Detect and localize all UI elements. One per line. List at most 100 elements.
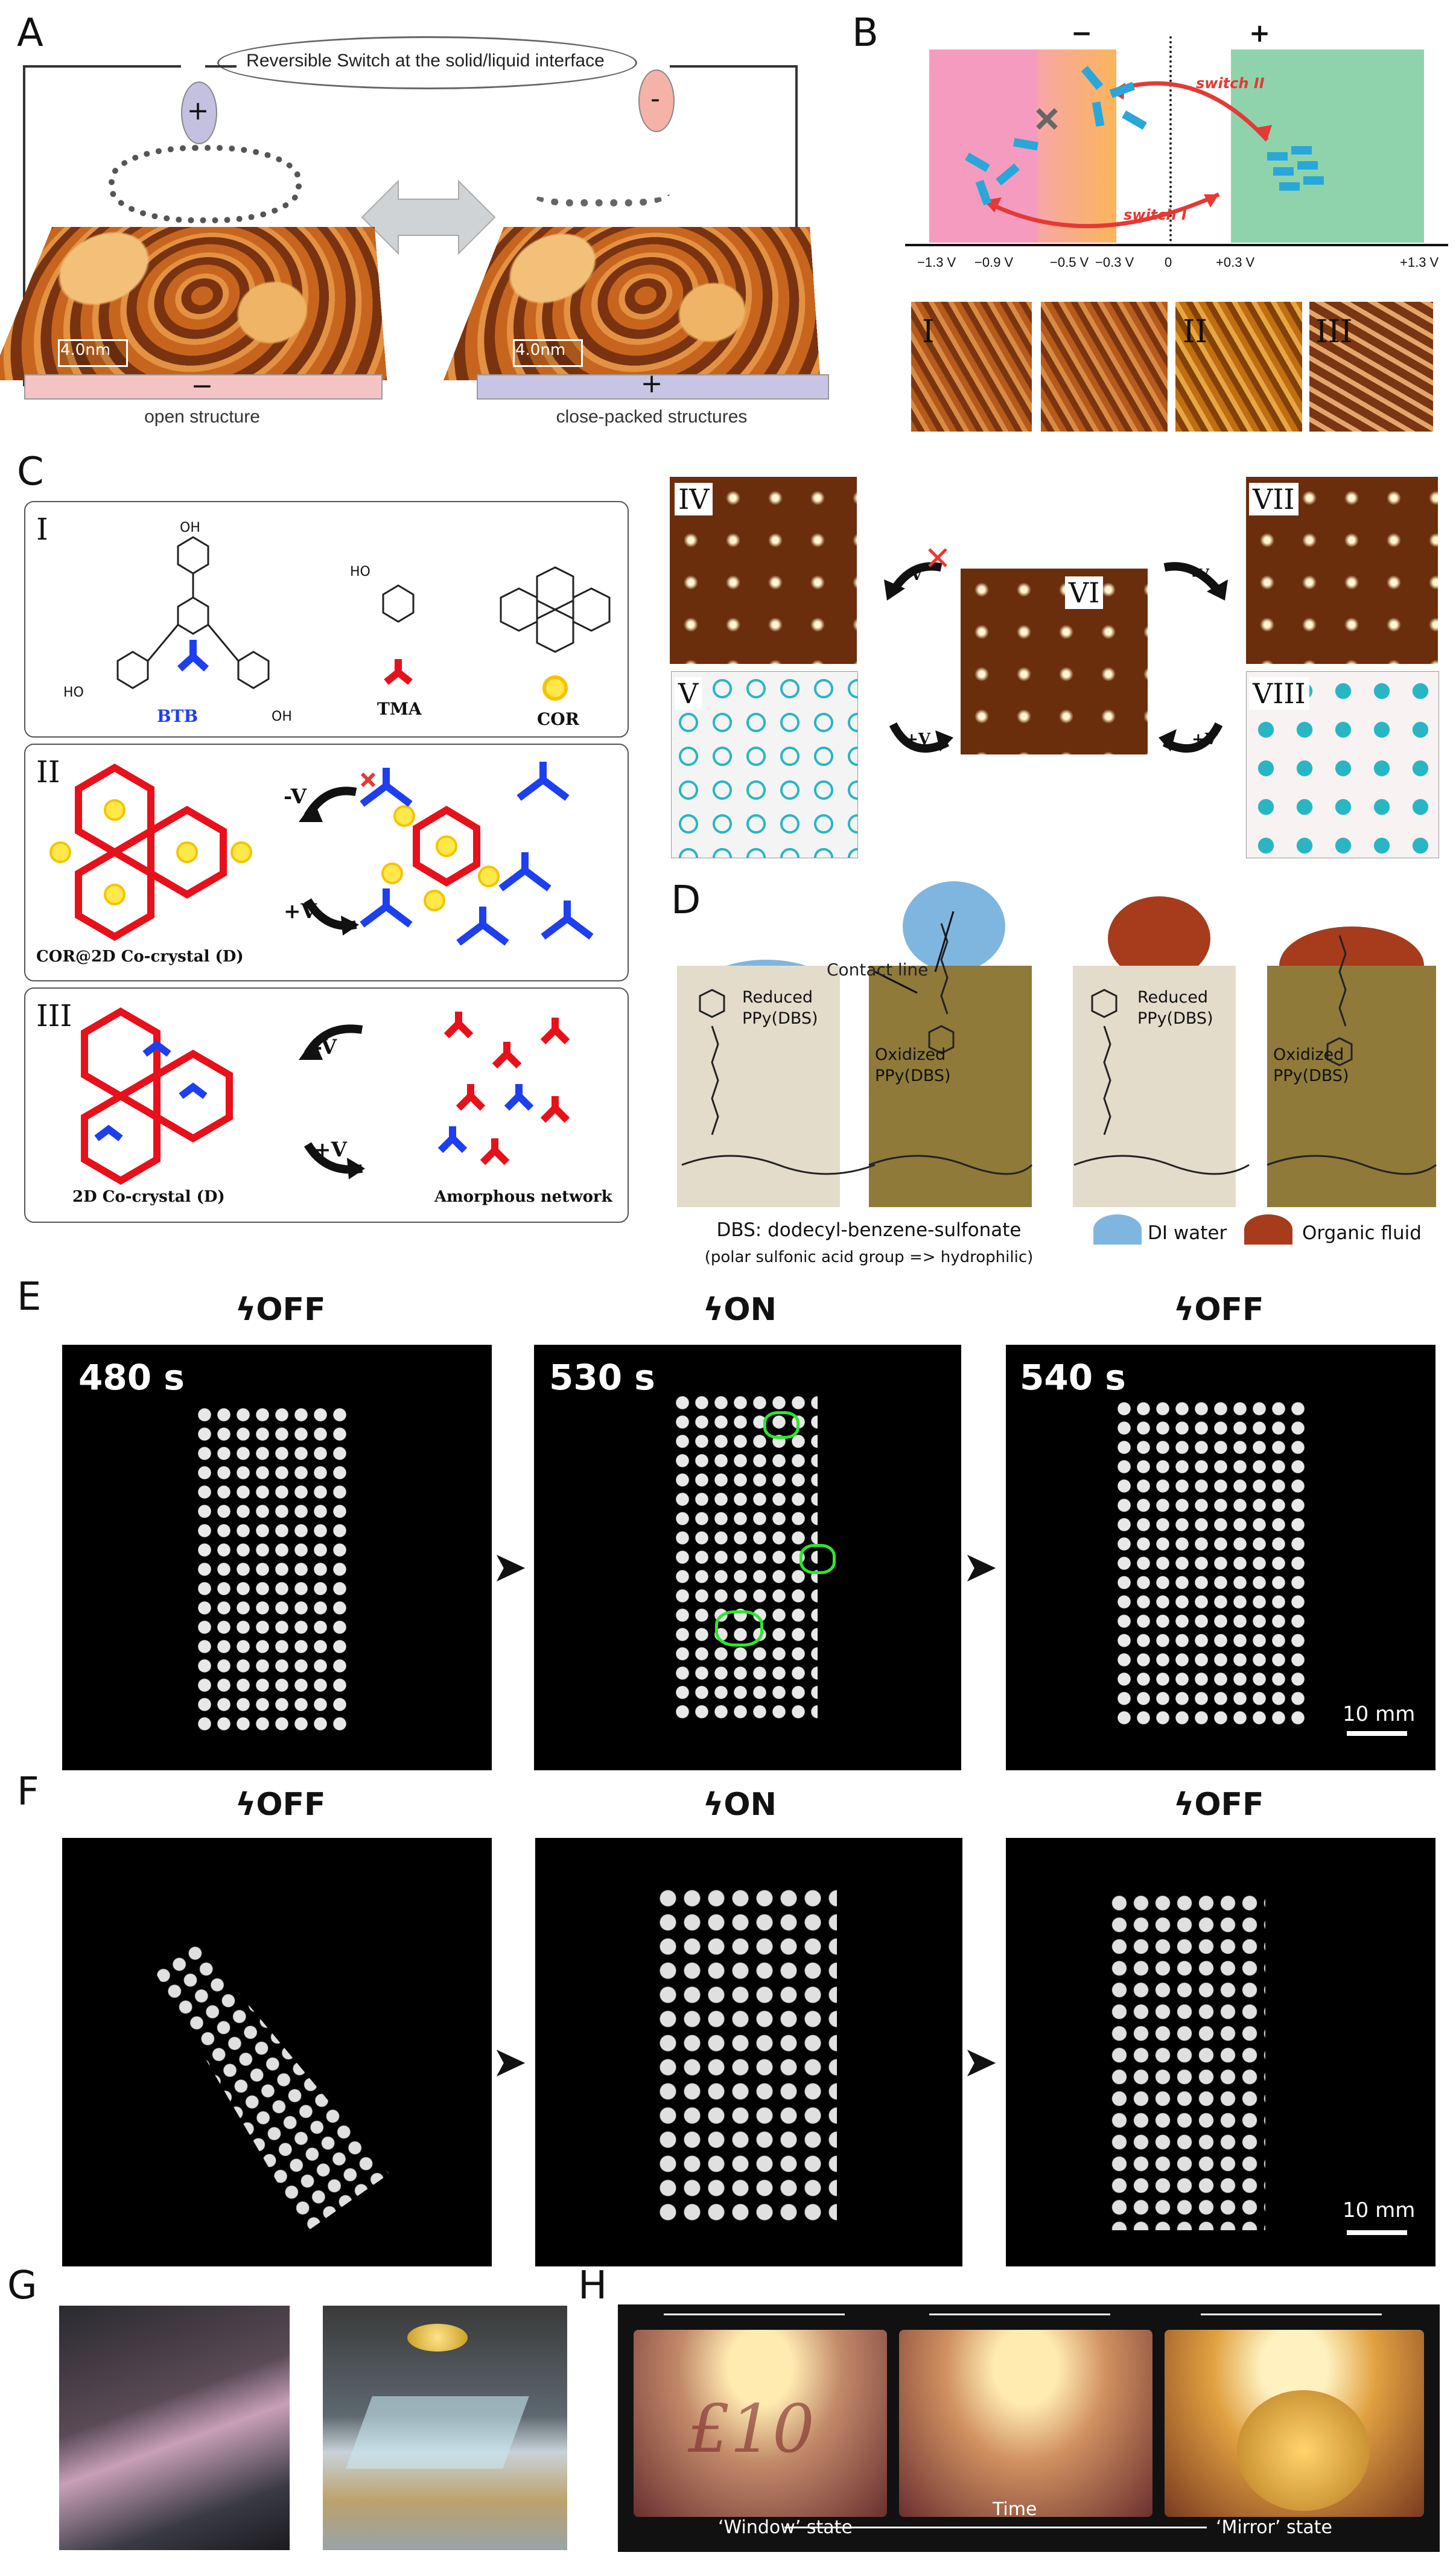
coin-text: £10: [688, 2390, 815, 2467]
reduced-label-2: Reduced PPy(DBS): [1137, 988, 1213, 1028]
electrode-bar-close: [477, 374, 829, 400]
stm-minus-v-right: -V: [1192, 566, 1210, 584]
box3-label: III: [36, 998, 72, 1033]
cocrystal-networks: [49, 762, 594, 946]
f1-chain: [71, 1883, 452, 2266]
e-state-1-text: OFF: [256, 1292, 326, 1328]
e-scale-bar: [1347, 1731, 1407, 1736]
switch-i-label: switch I: [1124, 206, 1187, 223]
device-schematic: [323, 2306, 567, 2550]
e-state-1: ϟOFF: [235, 1292, 326, 1328]
oxidized-slab-2: [1267, 966, 1436, 1207]
cocrystal-amorphous: [81, 1007, 570, 1185]
f-state-2: ϟON: [703, 1787, 777, 1823]
electrode-bar-open: [24, 374, 383, 400]
scale-box-left: [58, 339, 128, 367]
box1-label: I: [36, 512, 48, 547]
device-photo: [59, 2306, 290, 2550]
model-v: [671, 671, 858, 858]
panel-label-b: B: [852, 11, 879, 56]
dbs-chains: [681, 911, 1437, 1175]
reduced-slab-1: [677, 966, 840, 1207]
stm-surface-close: [443, 227, 821, 381]
box-molecules: [24, 501, 629, 738]
e-arrow-1: ➤: [492, 1542, 527, 1592]
stm-iv-label: IV: [675, 483, 713, 515]
stm-plus-v-left: +V: [905, 730, 930, 748]
e-state-2-text: ON: [723, 1292, 777, 1328]
scale-box-right: [513, 339, 583, 367]
mirror-layer: [346, 2396, 529, 2469]
h-window-label: ‘Window’ state: [718, 2517, 853, 2538]
stm-image-i: [911, 302, 1032, 432]
e-snapshot-1: [62, 1345, 492, 1770]
label-iii: III: [1315, 314, 1353, 350]
reduced-slab-2: [1073, 966, 1236, 1207]
contact-line-label: Contact line: [827, 960, 929, 980]
coin-mirror: [1237, 2390, 1370, 2511]
tick-4: −0.3 V: [1095, 255, 1134, 270]
region-pos-green: [1231, 49, 1424, 243]
e-time-1: 480 s: [78, 1357, 185, 1398]
f2-chains: [656, 1886, 837, 2224]
scale-left: 4.0nm: [60, 341, 111, 359]
box2-caption: COR@2D Co-crystal (D): [36, 948, 244, 966]
h-time-arrow: [784, 2527, 1207, 2528]
model-viii-label: VIII: [1249, 677, 1309, 710]
molecule-close: [531, 163, 670, 206]
electrode-minus-right: -: [650, 83, 660, 114]
box2-minus-v: -V: [284, 785, 307, 809]
oh-btb-top: OH: [180, 520, 200, 535]
e-time-2: 530 s: [549, 1357, 655, 1398]
legend-water-swatch: [1093, 1214, 1142, 1245]
h-top-arrow-2: [929, 2314, 1110, 2315]
tick-1: −1.3 V: [917, 255, 956, 270]
molecule-ring: [109, 145, 302, 223]
f-arrow-2: ➤: [962, 2037, 998, 2087]
cor-label: COR: [537, 709, 579, 729]
legend-organic: Organic fluid: [1302, 1222, 1422, 1244]
dbs-line2: (polar sulfonic acid group => hydrophili…: [704, 1248, 1034, 1266]
f-scale-label: 10 mm: [1343, 2198, 1416, 2222]
water-drop-2: [903, 881, 1005, 972]
ho-btb-left: HO: [63, 685, 84, 700]
h-image-mid: [899, 2330, 1152, 2517]
e-state-3: ϟOFF: [1174, 1292, 1264, 1328]
h-time-label: Time: [993, 2499, 1037, 2520]
oxidized-label-2: Oxidized PPy(DBS): [1273, 1045, 1349, 1086]
green-defect: [715, 1610, 763, 1647]
stm-image-ii: [1175, 302, 1302, 432]
b-plus: +: [1249, 18, 1271, 48]
green-defect: [763, 1411, 800, 1439]
e-scale-label: 10 mm: [1343, 1702, 1416, 1726]
e-snapshot-2: [534, 1345, 961, 1770]
f-state-3: ϟOFF: [1174, 1787, 1264, 1823]
stm-image-iii: [1309, 302, 1433, 432]
box3-minus-v: -V: [314, 1035, 337, 1059]
tick-2: −0.9 V: [974, 255, 1014, 270]
panel-label-g: G: [7, 2263, 37, 2308]
tma-label: TMA: [377, 699, 422, 719]
legend-organic-swatch: [1244, 1214, 1292, 1245]
panel-a-title: Reversible Switch at the solid/liquid in…: [246, 51, 605, 71]
h-mirror-label: ‘Mirror’ state: [1216, 2517, 1332, 2538]
box3-caption-right: Amorphous network: [434, 1188, 612, 1206]
stm-plus-v-right: +V: [1192, 730, 1217, 748]
e3-cluster: [1114, 1399, 1308, 1725]
e-state-3-text: OFF: [1194, 1292, 1264, 1328]
caption-close: close-packed structures: [556, 407, 748, 427]
f-state-3-text: OFF: [1194, 1787, 1264, 1823]
h-image-mirror: [1165, 2330, 1424, 2517]
h-top-arrow-1: [664, 2314, 845, 2315]
btb-label: BTB: [157, 706, 199, 726]
positive-electrode-left: [181, 81, 217, 144]
box3-plus-v: +V: [314, 1138, 347, 1162]
switch-arrows: [965, 66, 1324, 229]
f-snapshot-3: [1006, 1838, 1435, 2266]
f-state-1: ϟOFF: [235, 1787, 326, 1823]
voltage-axis: [905, 244, 1448, 246]
dbs-line1: DBS: dodecyl-benzene-sulfonate: [716, 1219, 1022, 1241]
f-arrow-1: ➤: [492, 2037, 527, 2087]
tick-6: +0.3 V: [1216, 255, 1255, 270]
oxidized-slab-1: [869, 966, 1032, 1207]
